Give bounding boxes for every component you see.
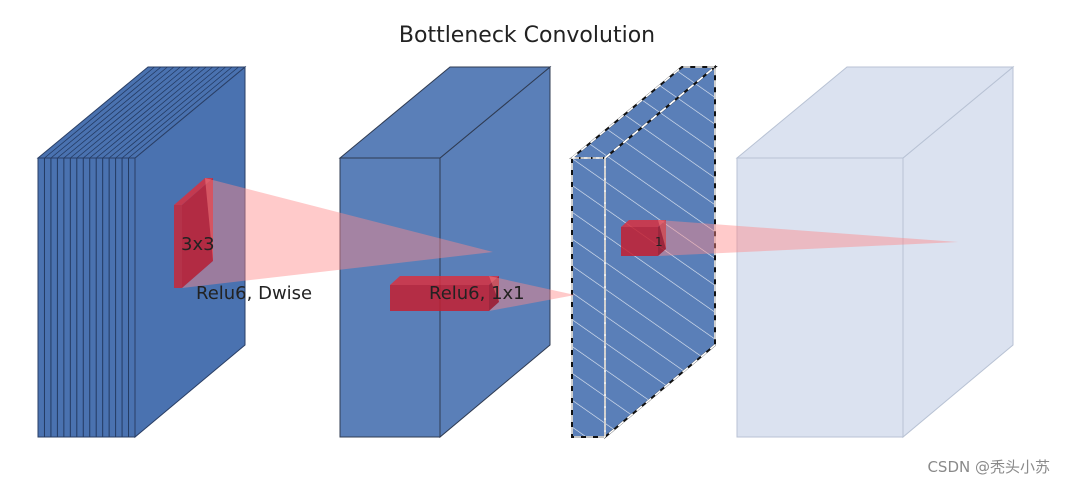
output-kernel-1x1 xyxy=(621,220,666,256)
stack-top-slice-line xyxy=(121,66,233,159)
stack-top-slice-line xyxy=(44,66,155,159)
stack-top-slice-line xyxy=(102,66,213,159)
stack-top-slice-line xyxy=(108,66,220,159)
stack-top-slice-line xyxy=(50,66,162,159)
stack-top-slice-line xyxy=(76,66,188,159)
stack-top-slice-line xyxy=(115,66,226,159)
kernel-3x3-label: 3x3 xyxy=(181,234,215,255)
stack-top-slice-line xyxy=(89,66,200,159)
output-front-face xyxy=(736,157,904,438)
input-stack-layers xyxy=(44,66,239,159)
stack-top-slice-line xyxy=(70,66,181,159)
relu6-dwise-label: Relu6, Dwise xyxy=(196,283,312,304)
output-feature-block xyxy=(735,65,1015,439)
stack-top-slice-line xyxy=(57,66,168,159)
expanded-feature-block xyxy=(338,65,552,439)
one-label: 1 xyxy=(655,235,663,249)
stack-top-slice-line xyxy=(63,66,175,159)
pointwise-projection-cone xyxy=(489,276,575,311)
input-stack-front-face xyxy=(37,157,136,438)
output-projection-cone xyxy=(658,220,958,256)
projection-cones xyxy=(182,178,958,311)
stack-top-slice-line xyxy=(83,66,194,159)
watermark-text: CSDN @秃头小苏 xyxy=(927,458,1050,476)
stack-top-slice-line xyxy=(128,66,239,159)
relu6-1x1-label: Relu6, 1x1 xyxy=(429,283,525,304)
input-stack-slice-lines xyxy=(43,158,130,437)
stack-top-slice-line xyxy=(95,66,207,159)
dwise-kernel-3x3 xyxy=(174,178,213,288)
dwise-projection-cone xyxy=(182,178,493,288)
pointwise-kernel-1x1 xyxy=(390,276,499,311)
input-feature-stack xyxy=(36,65,247,439)
diagram-title: Bottleneck Convolution xyxy=(399,23,655,48)
